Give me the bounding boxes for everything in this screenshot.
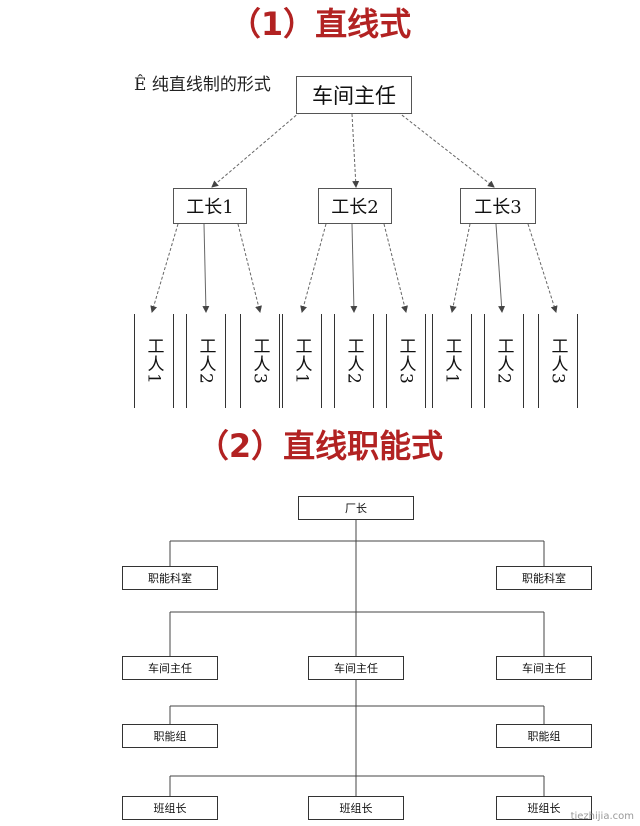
section1-title: （1）直线式 <box>228 5 412 43</box>
worker-node: 工人2 <box>334 314 374 408</box>
workshop-head-node: 车间主任 <box>308 656 404 680</box>
functional-office-node: 职能科室 <box>496 566 592 590</box>
workshop-head-node: 车间主任 <box>496 656 592 680</box>
factory-head-node: 厂长 <box>298 496 414 520</box>
link-top-foreman2 <box>351 113 360 188</box>
worker-node: 工人1 <box>134 314 174 408</box>
foreman-node-2: 工长2 <box>318 188 392 224</box>
team-leader-node: 班组长 <box>308 796 404 820</box>
worker-node: 工人3 <box>386 314 426 408</box>
team-leader-node: 班组长 <box>122 796 218 820</box>
worker-node: 工人2 <box>484 314 524 408</box>
workshop-director-node: 车间主任 <box>296 76 412 114</box>
functional-group-node: 职能组 <box>496 724 592 748</box>
worker-node: 工人3 <box>240 314 280 408</box>
workshop-head-node: 车间主任 <box>122 656 218 680</box>
functional-office-node: 职能科室 <box>122 566 218 590</box>
link-top-foreman1 <box>211 111 301 188</box>
worker-node: 工人1 <box>282 314 322 408</box>
section1-subtitle: Ê 纯直线制的形式 <box>134 75 271 95</box>
worker-node: 工人1 <box>432 314 472 408</box>
foreman-node-3: 工长3 <box>460 188 536 224</box>
worker-node: 工人3 <box>538 314 578 408</box>
link-top-foreman3 <box>397 111 495 188</box>
foreman-node-1: 工长1 <box>173 188 247 224</box>
watermark: tiezhijia.com <box>570 811 634 822</box>
section2-title: （2）直线职能式 <box>196 427 444 465</box>
functional-group-node: 职能组 <box>122 724 218 748</box>
team-leader-node: 班组长 <box>496 796 592 820</box>
worker-node: 工人2 <box>186 314 226 408</box>
